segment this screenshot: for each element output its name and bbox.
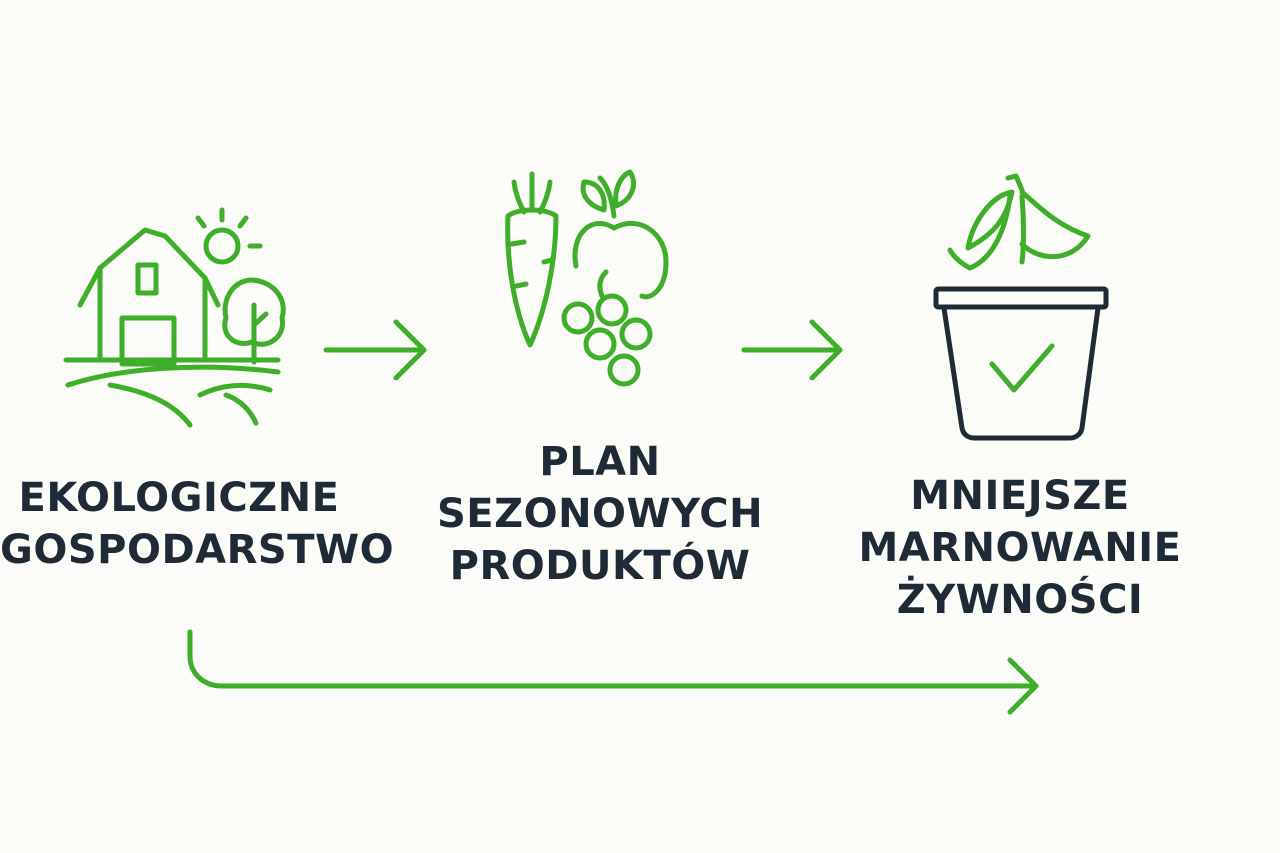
step-label-eco-farm: EKOLOGICZNE GOSPODARSTWO (0, 472, 395, 576)
farm-icon (63, 207, 286, 428)
arrow-right-icon (741, 319, 843, 381)
compost-bin-icon (933, 173, 1109, 441)
step-label-line: EKOLOGICZNE (18, 475, 340, 521)
step-label-line: MARNOWANIE (858, 525, 1182, 571)
step-label-seasonal-plan: PLAN SEZONOWYCH PRODUKTÓW (420, 436, 780, 592)
long-arrow-icon (187, 629, 1039, 715)
arrow-right-icon (323, 319, 427, 381)
checkmark-icon (989, 343, 1055, 393)
step-label-line: GOSPODARSTWO (0, 527, 395, 573)
step-label-less-waste: MNIEJSZE MARNOWANIE ŻYWNOŚCI (840, 470, 1200, 626)
step-label-line: PLAN (539, 439, 661, 485)
step-label-line: ŻYWNOŚCI (896, 577, 1144, 623)
produce-icon (505, 169, 669, 387)
banana-peel-icon (947, 173, 1091, 271)
step-label-line: SEZONOWYCH (436, 491, 764, 537)
step-label-line: MNIEJSZE (910, 473, 1130, 519)
step-label-line: PRODUKTÓW (449, 543, 751, 589)
